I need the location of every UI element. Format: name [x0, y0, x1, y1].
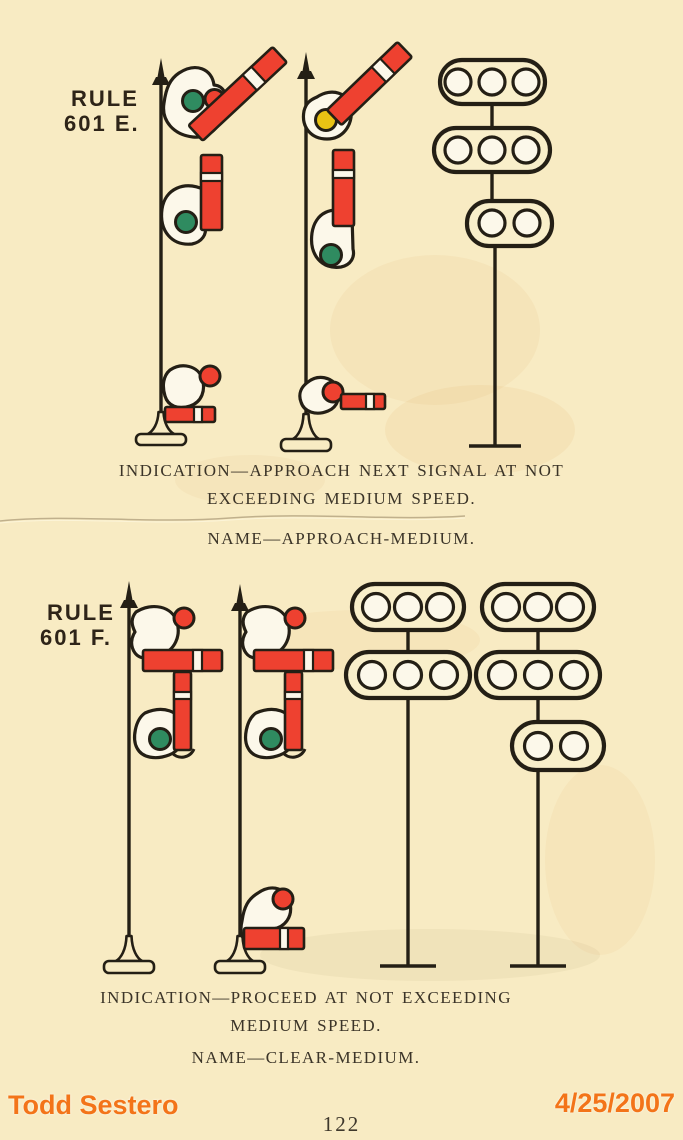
lamp: [522, 730, 554, 762]
lamp: [392, 591, 424, 623]
rule-e-label-number: 601 E.: [64, 111, 140, 136]
lamp: [522, 591, 554, 623]
semaphore-blade-vertical: [283, 670, 304, 752]
rule-e-light-signal: [431, 57, 555, 448]
semaphore-blade-vertical: [172, 670, 193, 752]
lamp: [512, 208, 542, 238]
page-number: 122: [322, 1112, 361, 1136]
spectacle: [161, 364, 206, 410]
semaphore-blade-vertical: [199, 153, 224, 232]
rule-f-indication-line1: INDICATION—PROCEED AT NOT EXCEEDING: [100, 988, 512, 1007]
lamp: [477, 208, 507, 238]
blade-band: [172, 690, 193, 701]
lamp: [356, 659, 388, 691]
red-lens-icon: [271, 887, 295, 911]
lamp: [558, 659, 590, 691]
finial-collar: [152, 77, 170, 85]
blade-band: [283, 690, 304, 701]
rule-f-label-number: 601 F.: [40, 625, 112, 650]
lamp: [477, 67, 507, 97]
watermark-date: 4/25/2007: [554, 1088, 675, 1118]
finial-icon: [157, 58, 165, 77]
lamp: [424, 591, 456, 623]
lamp: [486, 659, 518, 691]
finial-collar: [297, 71, 315, 79]
rule-f-name-line: NAME—CLEAR-MEDIUM.: [191, 1048, 421, 1067]
rule-e-indication-line2: EXCEEDING MEDIUM SPEED.: [207, 489, 476, 508]
lamp: [511, 135, 541, 165]
lamp: [554, 591, 586, 623]
finial-icon: [302, 52, 310, 71]
rule-f-light-signal-left: [343, 581, 473, 968]
rule-e-label-word: RULE: [71, 86, 139, 111]
rule-f-label-word: RULE: [47, 600, 115, 625]
finial-collar: [231, 603, 249, 611]
lamp: [428, 659, 460, 691]
blade-band: [364, 392, 376, 411]
blade-band: [199, 171, 224, 183]
semaphore-blade-horizontal: [141, 648, 224, 673]
finial-collar: [120, 600, 138, 608]
rule-e-name-line: NAME—APPROACH-MEDIUM.: [207, 529, 476, 548]
blade-band: [278, 926, 290, 951]
pole-base-foot: [213, 959, 267, 975]
spectacle-hook: [170, 748, 196, 759]
rule-f-semaphore-right: [213, 584, 335, 975]
lamp: [443, 67, 473, 97]
semaphore-blade-diagonal: [326, 41, 413, 126]
rule-e-indication-line1: INDICATION—APPROACH NEXT SIGNAL AT NOT: [118, 461, 565, 480]
blade-band: [191, 648, 204, 673]
pole-base-foot: [102, 959, 156, 975]
pole-base-foot: [279, 437, 333, 453]
lamp: [477, 135, 507, 165]
rule-f-label: RULE 601 F.: [40, 600, 115, 650]
green-lens-icon: [174, 210, 198, 234]
semaphore-blade-horizontal: [252, 648, 335, 673]
rule-e-semaphore-right: [279, 41, 413, 453]
blade-band: [192, 405, 204, 424]
green-lens-icon: [148, 727, 172, 751]
blade-band: [302, 648, 315, 673]
rule-e-label: RULE 601 E.: [64, 86, 140, 136]
semaphore-blade-horizontal: [339, 392, 387, 411]
finial-icon: [125, 581, 133, 600]
semaphore-blade-horizontal: [242, 926, 306, 951]
paper-crease: [0, 515, 466, 524]
lamp: [443, 135, 473, 165]
rule-e-semaphore-left: [134, 46, 288, 447]
pole-base-foot: [134, 432, 188, 447]
red-lens-icon: [172, 606, 196, 630]
green-lens-icon: [259, 727, 283, 751]
green-lens-icon: [181, 89, 205, 113]
green-lens-icon: [319, 243, 343, 267]
watermark-name: Todd Sestero: [8, 1090, 179, 1120]
red-lens-icon: [198, 364, 222, 388]
spectacle-hook: [281, 748, 307, 759]
red-lens-icon: [321, 380, 345, 404]
rule-f-indication-line2: MEDIUM SPEED.: [230, 1016, 382, 1035]
semaphore-blade-diagonal: [187, 46, 288, 142]
pole-base-flare: [114, 934, 144, 963]
lamp: [392, 659, 424, 691]
semaphore-blade-vertical: [331, 148, 356, 228]
lamp: [558, 730, 590, 762]
lamp: [490, 591, 522, 623]
lamp: [522, 659, 554, 691]
lamp: [360, 591, 392, 623]
blade-band: [331, 168, 356, 180]
rule-f-light-signal-right: [473, 581, 607, 968]
rule-f-semaphore-left: [102, 581, 224, 975]
pole-base-flare: [291, 412, 321, 441]
lamp: [511, 67, 541, 97]
semaphore-blade-horizontal: [163, 405, 217, 424]
finial-icon: [236, 584, 244, 603]
red-lens-icon: [283, 606, 307, 630]
